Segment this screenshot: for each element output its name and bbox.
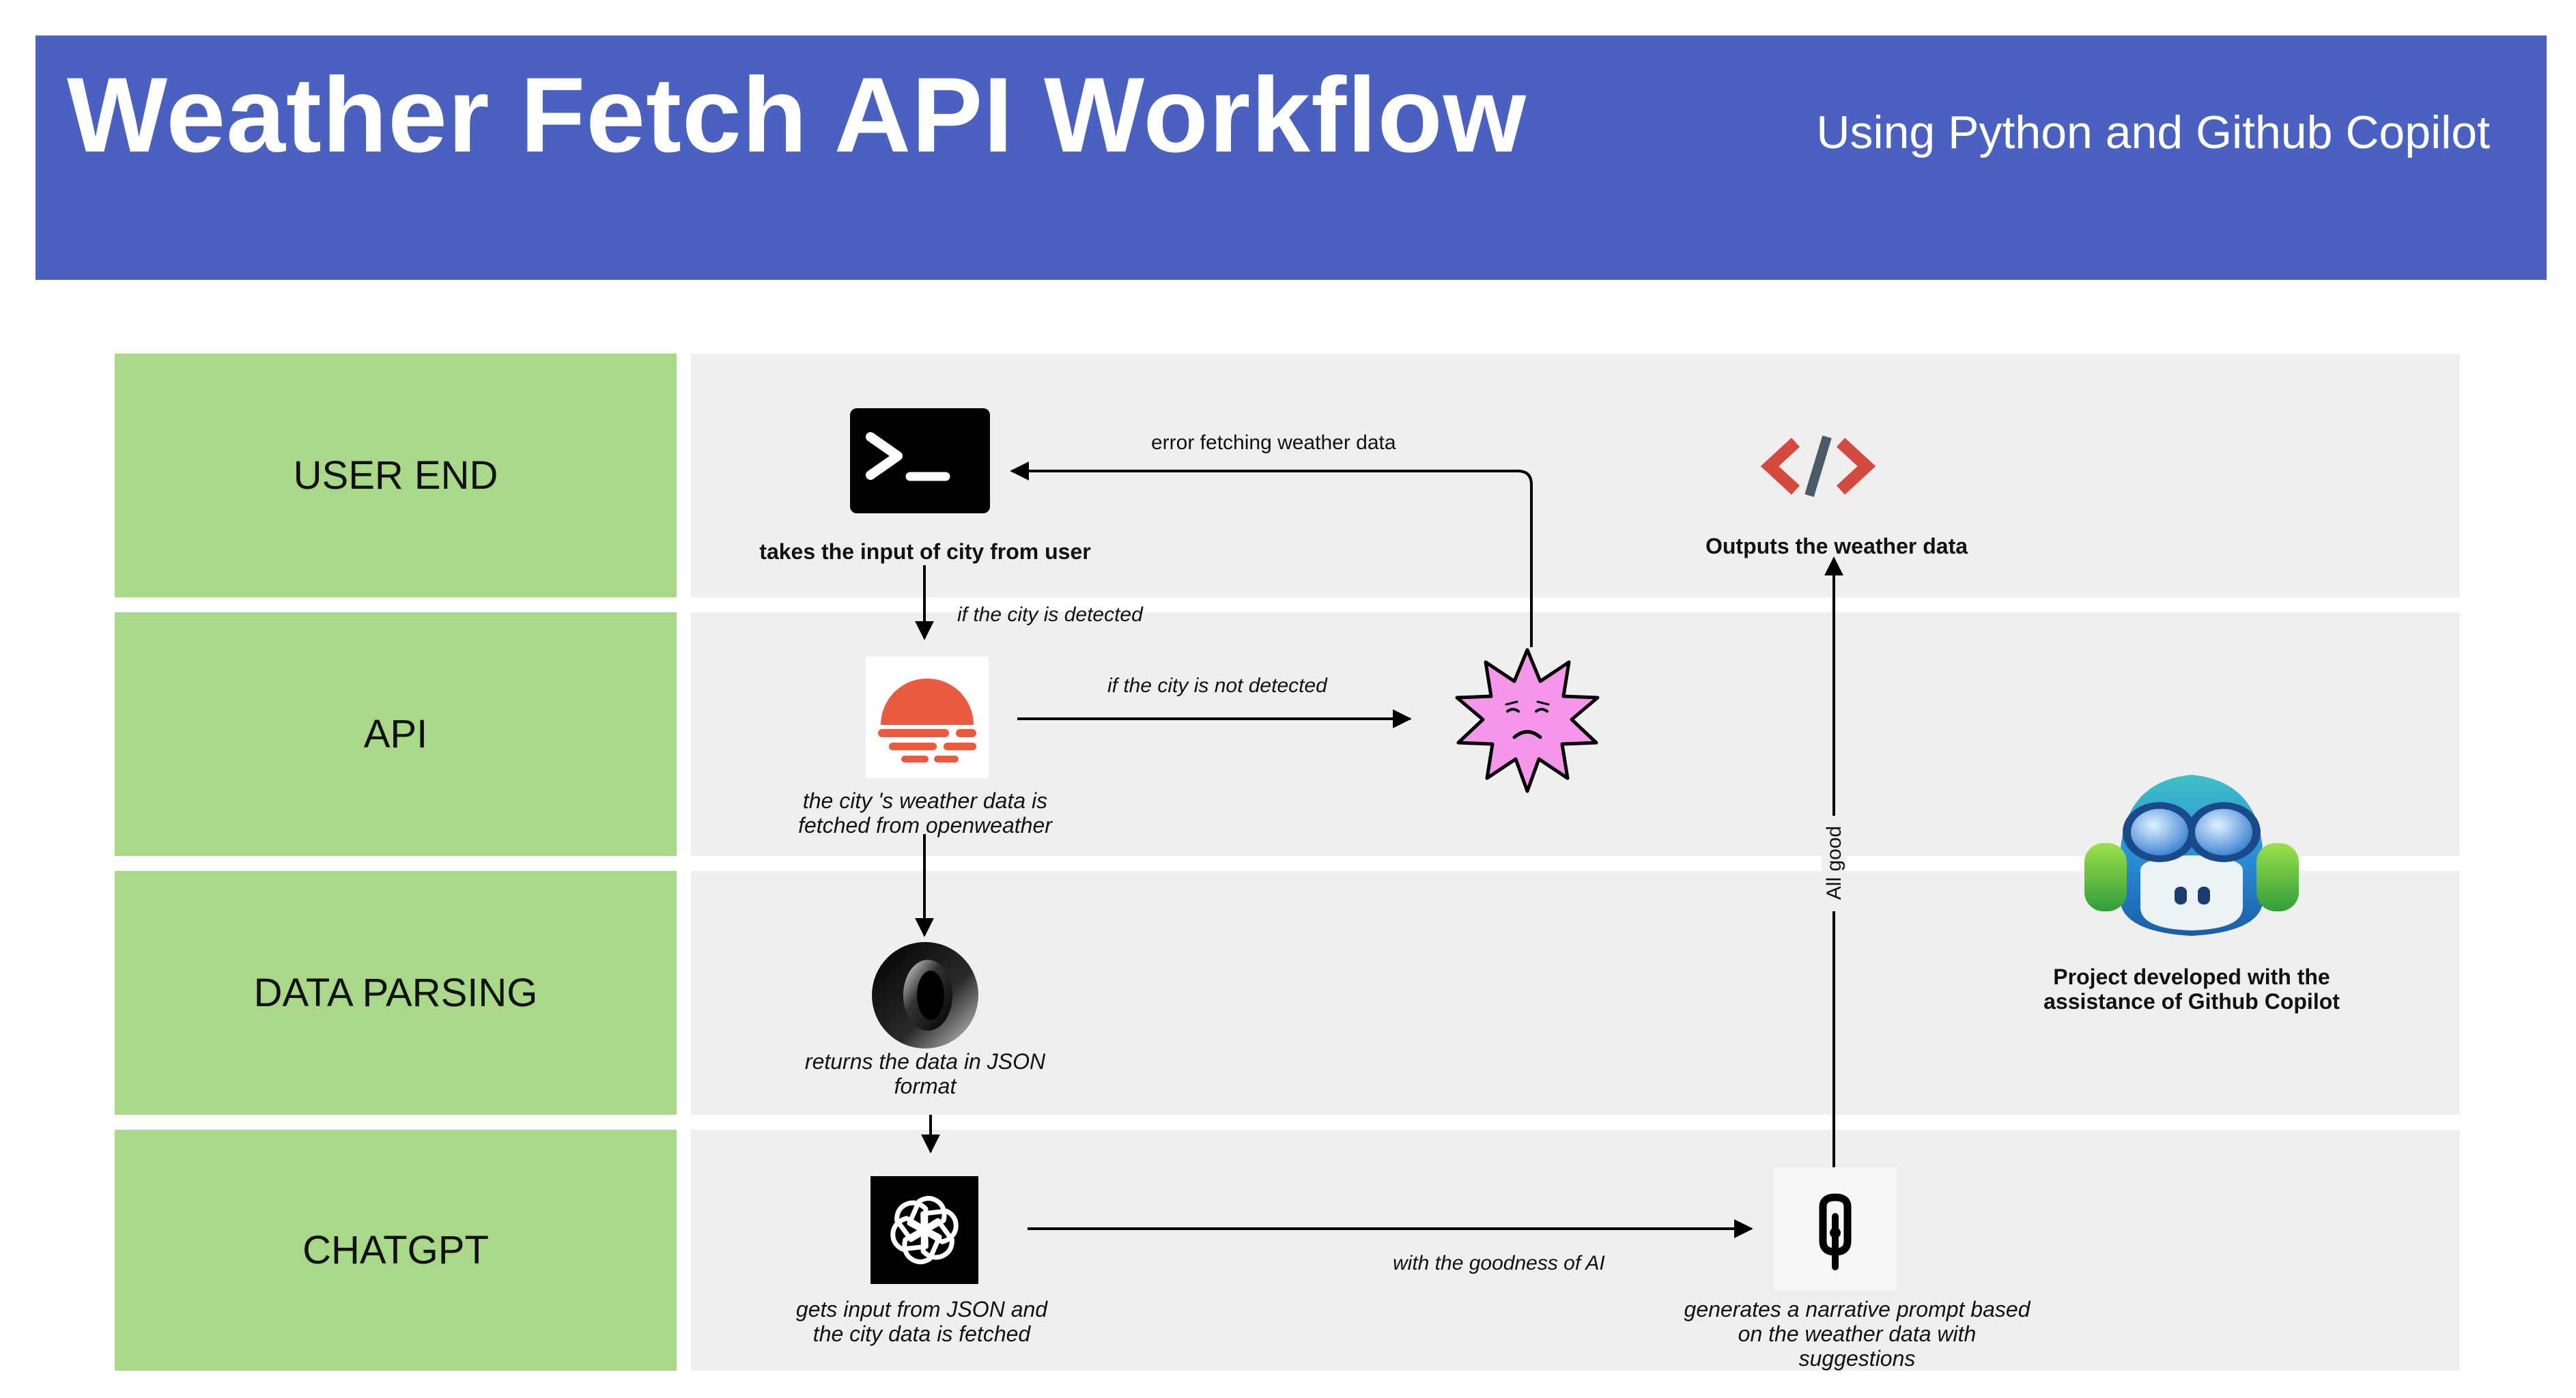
lane-label-user-end: USER END (115, 354, 677, 597)
code-icon (1760, 429, 1876, 504)
lane-label-chatgpt: CHATGPT (115, 1130, 677, 1371)
copilot-caption: Project developed with the assistance of… (2043, 965, 2340, 1014)
edge-error-to-terminal (1010, 461, 1533, 647)
terminal-caption: takes the input of city from user (759, 539, 1091, 564)
narrative-caption: generates a narrative prompt based on th… (1684, 1297, 2030, 1371)
json-ring-icon (871, 941, 980, 1050)
output-caption: Outputs the weather data (1705, 534, 1968, 558)
openai-icon (871, 1176, 978, 1284)
edge-label-ai-goodness: with the goodness of AI (1393, 1252, 1605, 1274)
edge-label-city-not-detected: if the city is not detected (1107, 674, 1327, 697)
header-banner (36, 35, 2547, 280)
json-caption: returns the data in JSON format (804, 1049, 1046, 1098)
quill-icon (1774, 1167, 1897, 1290)
lane-label-data-parsing: DATA PARSING (115, 871, 677, 1115)
chatgpt-caption: gets input from JSON and the city data i… (795, 1297, 1048, 1346)
lane-chatgpt (691, 1130, 2460, 1371)
copilot-icon (2072, 761, 2311, 945)
edge-label-error: error fetching weather data (1151, 431, 1396, 454)
edge-label-all-good: All good (1823, 825, 1845, 900)
lane-label-api: API (115, 612, 677, 856)
openweather-caption: the city 's weather data is fetched from… (798, 788, 1052, 838)
terminal-icon (850, 408, 990, 513)
sad-burst-icon (1454, 647, 1601, 794)
page-subtitle: Using Python and Github Copilot (1816, 106, 2490, 158)
edge-label-city-detected: if the city is detected (957, 603, 1143, 626)
page-title: Weather Fetch API Workflow (67, 56, 1527, 175)
sunset-icon (866, 657, 989, 778)
